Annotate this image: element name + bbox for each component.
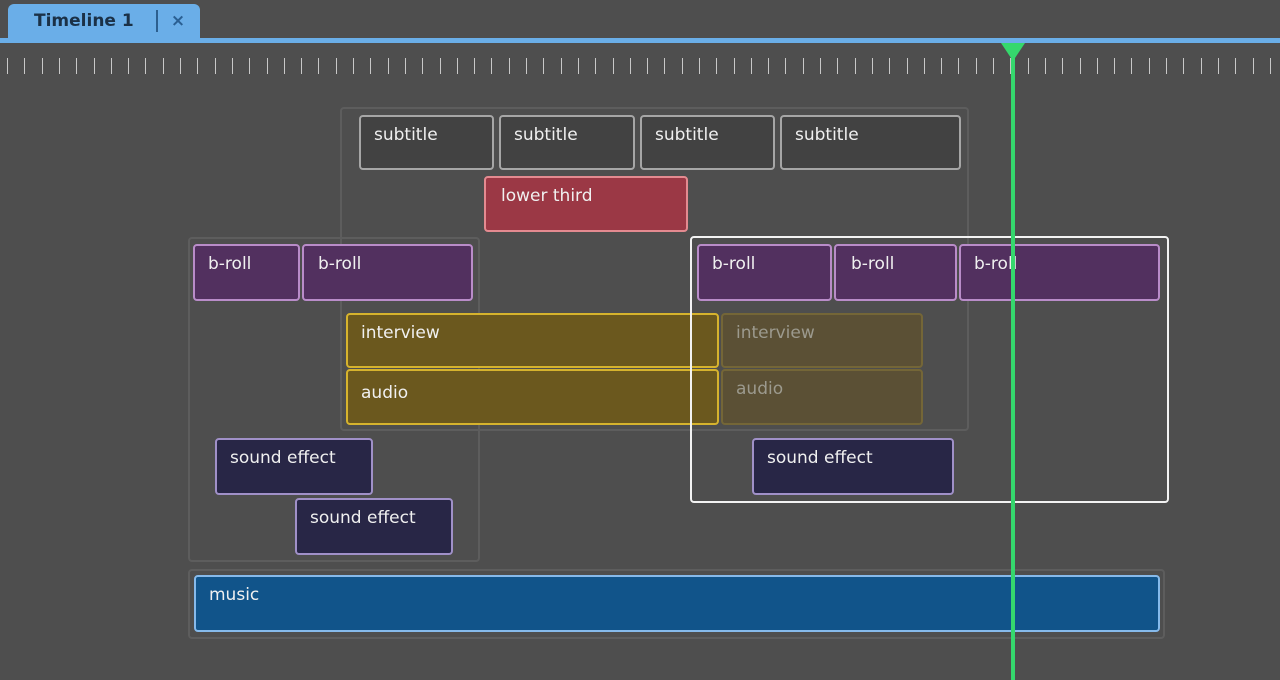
- group-outline-music[interactable]: [188, 569, 1165, 639]
- broll-clip[interactable]: b-roll: [193, 244, 300, 301]
- subtitle-clip[interactable]: subtitle: [640, 115, 775, 170]
- time-ruler[interactable]: [0, 58, 1280, 74]
- playhead-handle[interactable]: [1001, 43, 1025, 61]
- playhead-line[interactable]: [1011, 44, 1015, 680]
- close-icon[interactable]: ×: [170, 11, 186, 31]
- clip-label: audio: [736, 379, 784, 399]
- sound-effect-clip[interactable]: sound effect: [215, 438, 373, 495]
- selection-box[interactable]: [690, 236, 1169, 503]
- tab-underline: [0, 38, 1280, 43]
- music-clip[interactable]: music: [194, 575, 1160, 632]
- audio-ghost-clip[interactable]: audio: [721, 369, 923, 425]
- broll-clip[interactable]: b-roll: [302, 244, 473, 301]
- clip-label: lower third: [501, 186, 593, 206]
- sound-effect-clip[interactable]: sound effect: [752, 438, 954, 495]
- clip-label: b-roll: [208, 254, 252, 274]
- interview-ghost-clip[interactable]: interview: [721, 313, 923, 368]
- sound-effect-clip[interactable]: sound effect: [295, 498, 453, 555]
- clip-label: interview: [736, 323, 815, 343]
- lower-third-clip[interactable]: lower third: [484, 176, 688, 232]
- clip-label: sound effect: [310, 508, 416, 528]
- clip-label: interview: [361, 323, 440, 343]
- subtitle-clip[interactable]: subtitle: [499, 115, 635, 170]
- interview-clip[interactable]: interview: [346, 313, 719, 368]
- clip-label: sound effect: [230, 448, 336, 468]
- clip-label: audio: [361, 383, 409, 403]
- clip-label: b-roll: [712, 254, 756, 274]
- clip-label: sound effect: [767, 448, 873, 468]
- clip-label: b-roll: [974, 254, 1018, 274]
- broll-clip[interactable]: b-roll: [834, 244, 957, 301]
- tab-title: Timeline 1: [34, 11, 134, 31]
- clip-label: subtitle: [514, 125, 578, 145]
- clip-label: subtitle: [374, 125, 438, 145]
- clip-label: b-roll: [318, 254, 362, 274]
- clip-label: music: [209, 585, 260, 605]
- subtitle-clip[interactable]: subtitle: [359, 115, 494, 170]
- timeline-tab[interactable]: Timeline 1 ×: [8, 4, 200, 40]
- clip-label: subtitle: [655, 125, 719, 145]
- clip-label: subtitle: [795, 125, 859, 145]
- clip-label: b-roll: [851, 254, 895, 274]
- broll-clip[interactable]: b-roll: [697, 244, 832, 301]
- subtitle-clip[interactable]: subtitle: [780, 115, 961, 170]
- tab-divider: [156, 10, 158, 32]
- broll-clip[interactable]: b-roll: [959, 244, 1160, 301]
- audio-clip[interactable]: audio: [346, 369, 719, 425]
